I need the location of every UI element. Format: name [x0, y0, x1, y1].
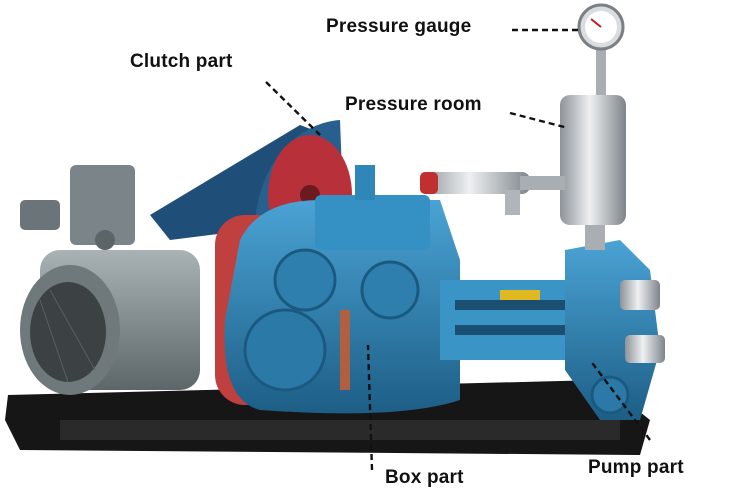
leader-lines — [265, 28, 651, 471]
pressure-gauge-dial — [577, 3, 625, 51]
label-pump-part: Pump part — [588, 457, 684, 478]
leader-clutch-part — [265, 81, 321, 136]
label-box-part: Box part — [385, 467, 464, 488]
pump-head — [440, 240, 665, 420]
leader-pump-part — [589, 359, 651, 441]
base-frame — [5, 380, 650, 455]
leader-box-part — [366, 344, 374, 471]
label-clutch-part: Clutch part — [130, 51, 233, 72]
leader-pressure-room — [509, 111, 569, 130]
label-pressure-gauge: Pressure gauge — [326, 16, 472, 37]
electric-motor — [20, 165, 200, 395]
pressure-chamber — [420, 45, 626, 250]
label-pressure-room: Pressure room — [345, 94, 482, 115]
gear-box — [215, 165, 460, 414]
